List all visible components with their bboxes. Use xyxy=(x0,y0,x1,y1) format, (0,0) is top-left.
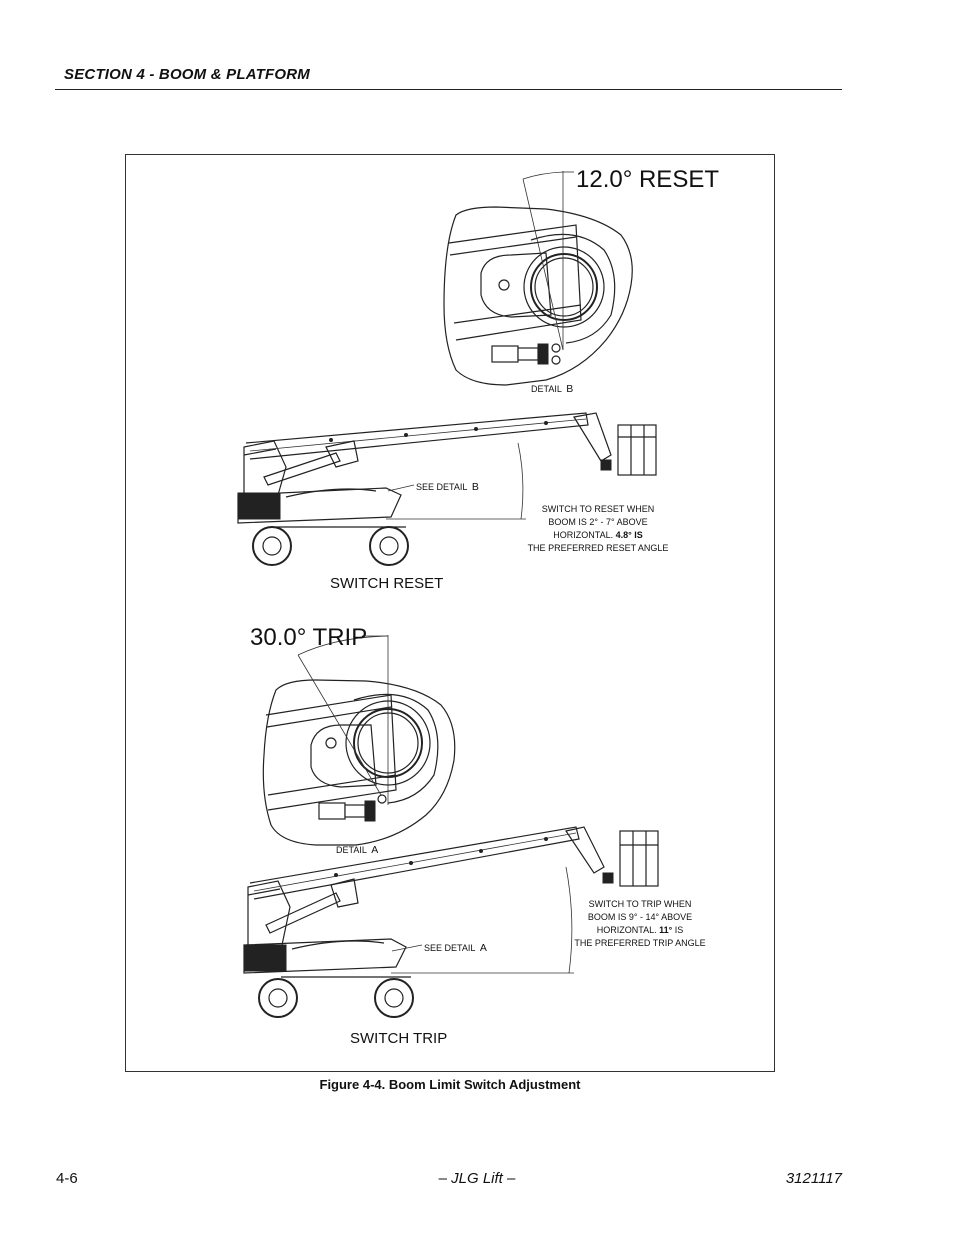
svg-text:BOOM IS 9° - 14° ABOVE: BOOM IS 9° - 14° ABOVE xyxy=(588,912,692,922)
section-header: SECTION 4 - BOOM & PLATFORM xyxy=(64,66,310,83)
detail-a-drawing xyxy=(262,635,456,846)
svg-text:SWITCH TO RESET WHEN: SWITCH TO RESET WHEN xyxy=(542,504,655,514)
svg-text:SWITCH TO TRIP WHEN: SWITCH TO TRIP WHEN xyxy=(589,899,692,909)
boom-limit-switch-diagram: 12.0° RESET DETAIL B xyxy=(237,166,719,1047)
machine-trip-drawing xyxy=(243,826,659,1018)
svg-text:THE PREFERRED TRIP ANGLE: THE PREFERRED TRIP ANGLE xyxy=(574,938,705,948)
machine-reset-drawing xyxy=(237,412,657,566)
see-detail-a-label: SEE DETAIL A xyxy=(424,938,487,955)
page-number: 4-6 xyxy=(56,1170,78,1187)
trip-angle-label: 30.0° TRIP xyxy=(250,624,367,651)
footer-brand: – JLG Lift – xyxy=(438,1170,516,1187)
svg-text:THE PREFERRED RESET ANGLE: THE PREFERRED RESET ANGLE xyxy=(528,543,669,553)
switch-trip-label: SWITCH TRIP xyxy=(350,1030,447,1047)
reset-note: SWITCH TO RESET WHEN BOOM IS 2° - 7° ABO… xyxy=(528,504,669,553)
detail-a-label: DETAIL A xyxy=(336,840,378,857)
figure-frame: 12.0° RESET DETAIL B xyxy=(125,154,775,1072)
figure-caption: Figure 4-4. Boom Limit Switch Adjustment xyxy=(319,1077,581,1092)
see-detail-b-label: SEE DETAIL B xyxy=(416,477,479,494)
detail-b-label: DETAIL B xyxy=(531,379,573,396)
svg-text:HORIZONTAL. 4.8° IS: HORIZONTAL. 4.8° IS xyxy=(553,530,642,540)
reset-angle-label: 12.0° RESET xyxy=(576,166,719,193)
document-number: 3121117 xyxy=(785,1170,842,1187)
svg-text:HORIZONTAL. 11° IS: HORIZONTAL. 11° IS xyxy=(597,925,683,935)
trip-note: SWITCH TO TRIP WHEN BOOM IS 9° - 14° ABO… xyxy=(574,899,705,948)
header-rule xyxy=(55,89,842,90)
svg-text:BOOM IS 2° - 7° ABOVE: BOOM IS 2° - 7° ABOVE xyxy=(548,517,647,527)
detail-b-drawing xyxy=(443,171,633,386)
switch-reset-label: SWITCH RESET xyxy=(330,575,443,592)
